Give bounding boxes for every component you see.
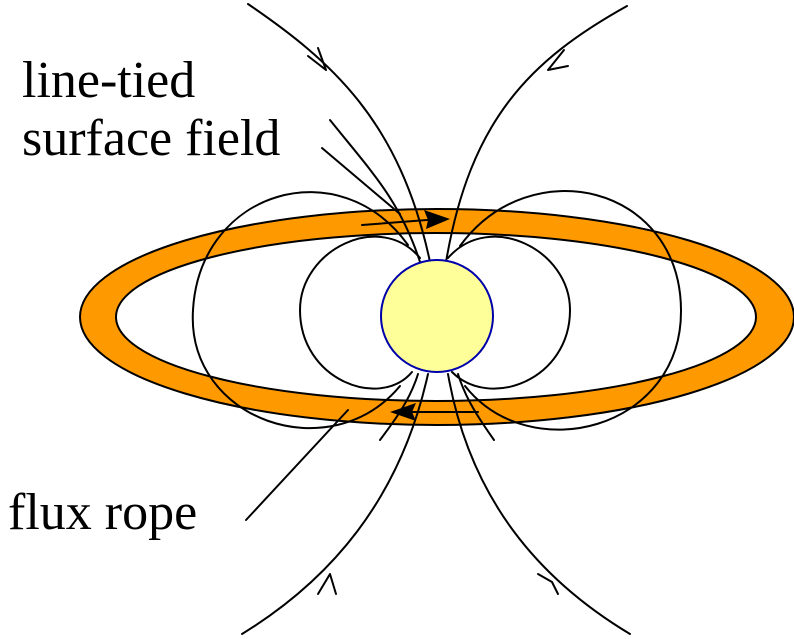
star: [381, 260, 493, 372]
label-flux-rope: flux rope: [8, 484, 197, 542]
open-line-top-left-2: [330, 120, 420, 262]
label-surface-field: surface field: [22, 110, 280, 168]
label-line-tied: line-tied: [22, 52, 195, 110]
arrow-bottom-left: [318, 574, 336, 594]
flux-rope-leader: [246, 410, 348, 520]
arrow-top-right: [548, 50, 568, 70]
